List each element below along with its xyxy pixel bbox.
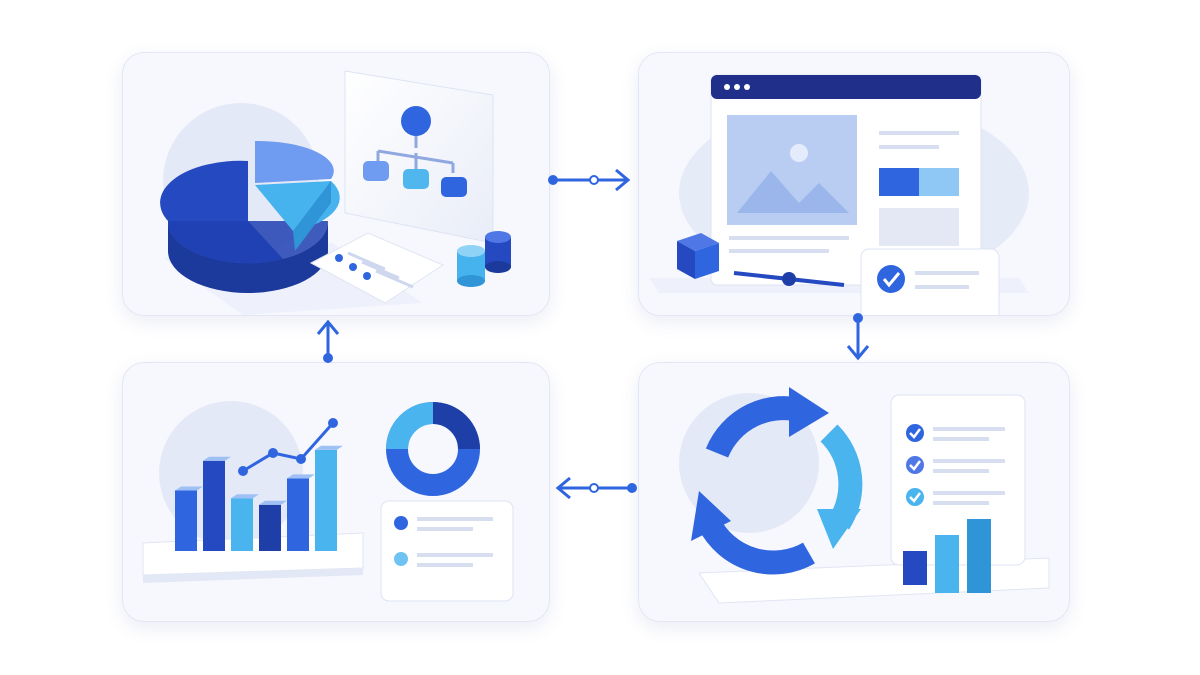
bar-3	[231, 498, 253, 551]
card-charts	[122, 362, 550, 622]
checkmark-card	[860, 248, 1000, 315]
window-dot-icon	[744, 84, 750, 90]
bar-chart-icon	[903, 519, 991, 593]
arrow-left-icon	[555, 476, 637, 500]
checkmark-icon	[877, 265, 905, 293]
checklist-icon	[890, 394, 1026, 566]
bar-top-4	[259, 500, 287, 505]
refresh-cycle-icon	[691, 387, 863, 575]
pie-chart-icon	[160, 140, 340, 293]
ui-block	[879, 208, 959, 246]
legend-list-icon	[380, 500, 514, 602]
checkmark-icon	[906, 424, 924, 442]
bar-top-3	[231, 494, 259, 499]
arrow-up-icon	[316, 319, 340, 363]
card-web	[638, 52, 1070, 316]
line-trend-icon	[238, 418, 338, 476]
bar-6	[315, 449, 337, 551]
bar-4	[259, 504, 281, 551]
chart-base-edge	[143, 568, 363, 583]
bar-chart-icon	[175, 445, 343, 551]
slider-icon	[733, 271, 845, 287]
card-cycle	[638, 362, 1070, 622]
backdrop-circle	[679, 393, 819, 533]
ui-block	[879, 168, 919, 196]
bar-2	[203, 460, 225, 551]
image-placeholder-icon	[727, 115, 857, 225]
checkmark-icon	[906, 456, 924, 474]
bar-5	[287, 478, 309, 551]
browser-window-icon	[710, 74, 982, 286]
arrow-down-icon	[846, 313, 870, 361]
card-analytics	[122, 52, 550, 316]
cube-icon	[677, 233, 719, 279]
document-list-icon	[309, 232, 445, 304]
arrow-right-icon	[548, 168, 631, 192]
window-dot-icon	[734, 84, 740, 90]
bar-top-5	[287, 474, 315, 479]
window-dot-icon	[724, 84, 730, 90]
ui-block	[919, 168, 959, 196]
database-cylinder-icon	[457, 231, 511, 287]
checkmark-icon	[906, 488, 924, 506]
bar-top-6	[315, 445, 343, 450]
bar-top-1	[175, 486, 203, 491]
org-chart-icon	[363, 106, 467, 197]
bar-1	[175, 490, 197, 551]
bar-top-2	[203, 456, 231, 461]
donut-chart-icon	[386, 402, 480, 496]
